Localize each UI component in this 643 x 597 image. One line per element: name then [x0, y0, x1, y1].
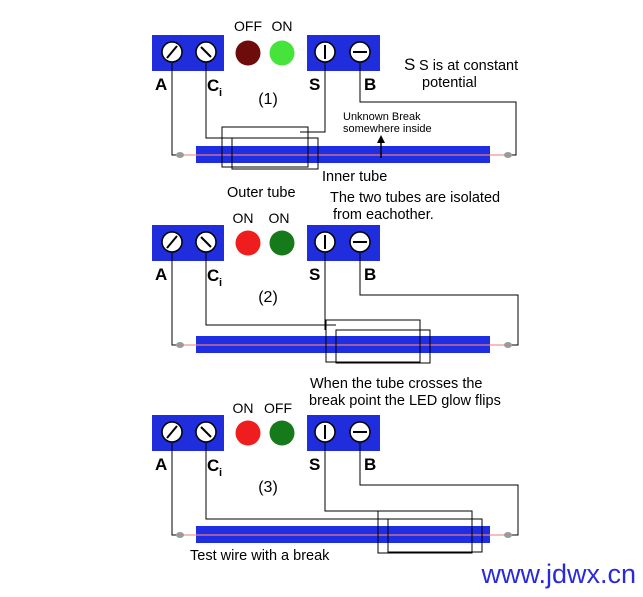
- terminal-c-subscript: i: [219, 467, 222, 479]
- led-red-label: ON: [233, 400, 254, 416]
- led-red: [235, 420, 261, 446]
- terminal-a-label: A: [155, 265, 167, 284]
- plug-left: [176, 152, 184, 158]
- screw-a-icon: [161, 231, 183, 253]
- wire-b: [359, 443, 519, 536]
- outer-tube-sleeve: [221, 126, 309, 168]
- terminal-c-subscript: i: [219, 277, 222, 289]
- screw-a-icon: [161, 421, 183, 443]
- note-s-line-2: potential: [422, 75, 477, 91]
- screw-b-icon: [349, 421, 371, 443]
- wire-b: [359, 253, 519, 346]
- outer-tube-sleeve-inner: [231, 137, 319, 170]
- led-red: [235, 40, 261, 66]
- panel-2: ON ON A C i S B (2) When the tube crosse…: [152, 210, 519, 409]
- plug-right: [504, 532, 512, 538]
- outer-tube-label: Outer tube: [227, 185, 296, 201]
- terminal-c-label: C: [207, 76, 219, 95]
- screw-s-icon: [314, 421, 336, 443]
- plug-left: [176, 342, 184, 348]
- caption: When the tube crosses the: [310, 376, 483, 392]
- outer-tube-sleeve-inner: [335, 329, 431, 364]
- panel-number: (1): [258, 91, 278, 108]
- panel-number: (3): [258, 479, 278, 496]
- screw-b-icon: [349, 41, 371, 63]
- wire-c: [205, 63, 232, 139]
- screw-b-icon: [349, 231, 371, 253]
- led-green: [269, 230, 295, 256]
- wire-s: [300, 63, 326, 133]
- break-label-2: somewhere inside: [343, 123, 432, 135]
- terminal-s-label: S: [309, 455, 320, 474]
- panel-number: (2): [258, 289, 278, 306]
- screw-a-icon: [161, 41, 183, 63]
- terminal-c-label: C: [207, 266, 219, 285]
- plug-right: [504, 152, 512, 158]
- screw-s-icon: [314, 41, 336, 63]
- terminal-s-label: S: [309, 75, 320, 94]
- inner-tube-label: Inner tube: [322, 169, 387, 185]
- outer-tube-sleeve: [377, 510, 473, 554]
- panel-3: ON OFF A C i S B (3) Test wire with a br…: [152, 400, 519, 564]
- led-green-label: OFF: [264, 400, 292, 416]
- wire-c: [205, 253, 336, 326]
- terminal-c-subscript: i: [219, 87, 222, 99]
- caption-2: break point the LED glow flips: [309, 393, 501, 409]
- terminal-b-label: B: [364, 265, 376, 284]
- wire-c: [205, 443, 388, 520]
- screw-c-icon: [195, 41, 217, 63]
- screw-c-icon: [195, 231, 217, 253]
- led-red-label: OFF: [234, 18, 262, 34]
- terminal-b-label: B: [364, 455, 376, 474]
- wire-s: [324, 443, 380, 512]
- terminal-s-label: S: [309, 265, 320, 284]
- break-label: Unknown Break: [343, 111, 421, 123]
- screw-s-icon: [314, 231, 336, 253]
- wire-a: [171, 63, 180, 156]
- terminal-c-label: C: [207, 456, 219, 475]
- note-s: S: [404, 55, 415, 74]
- isolation-note: The two tubes are isolated: [330, 190, 500, 206]
- plug-left: [176, 532, 184, 538]
- plug-right: [504, 342, 512, 348]
- terminal-a-label: A: [155, 75, 167, 94]
- note-s-line-1: S is at constant: [419, 58, 518, 74]
- terminal-b-label: B: [364, 75, 376, 94]
- outer-tube-sleeve: [325, 319, 421, 363]
- led-green: [269, 420, 295, 446]
- terminal-a-label: A: [155, 455, 167, 474]
- led-red: [235, 230, 261, 256]
- led-red-label: ON: [233, 210, 254, 226]
- wire-a: [171, 443, 180, 536]
- led-green-label: ON: [272, 18, 293, 34]
- wire-b: [359, 63, 517, 156]
- outer-tube-sleeve-inner: [387, 518, 483, 553]
- break-arrow-head: [377, 135, 385, 143]
- caption: Test wire with a break: [190, 548, 330, 564]
- led-green: [269, 40, 295, 66]
- isolation-note-2: from eachother.: [333, 207, 434, 223]
- led-green-label: ON: [269, 210, 290, 226]
- screw-c-icon: [195, 421, 217, 443]
- watermark: www.jdwx.cn: [480, 559, 636, 589]
- wire-a: [171, 253, 180, 346]
- panel-1: OFF ON A C i S B (1) Unknown Break somew…: [152, 18, 518, 223]
